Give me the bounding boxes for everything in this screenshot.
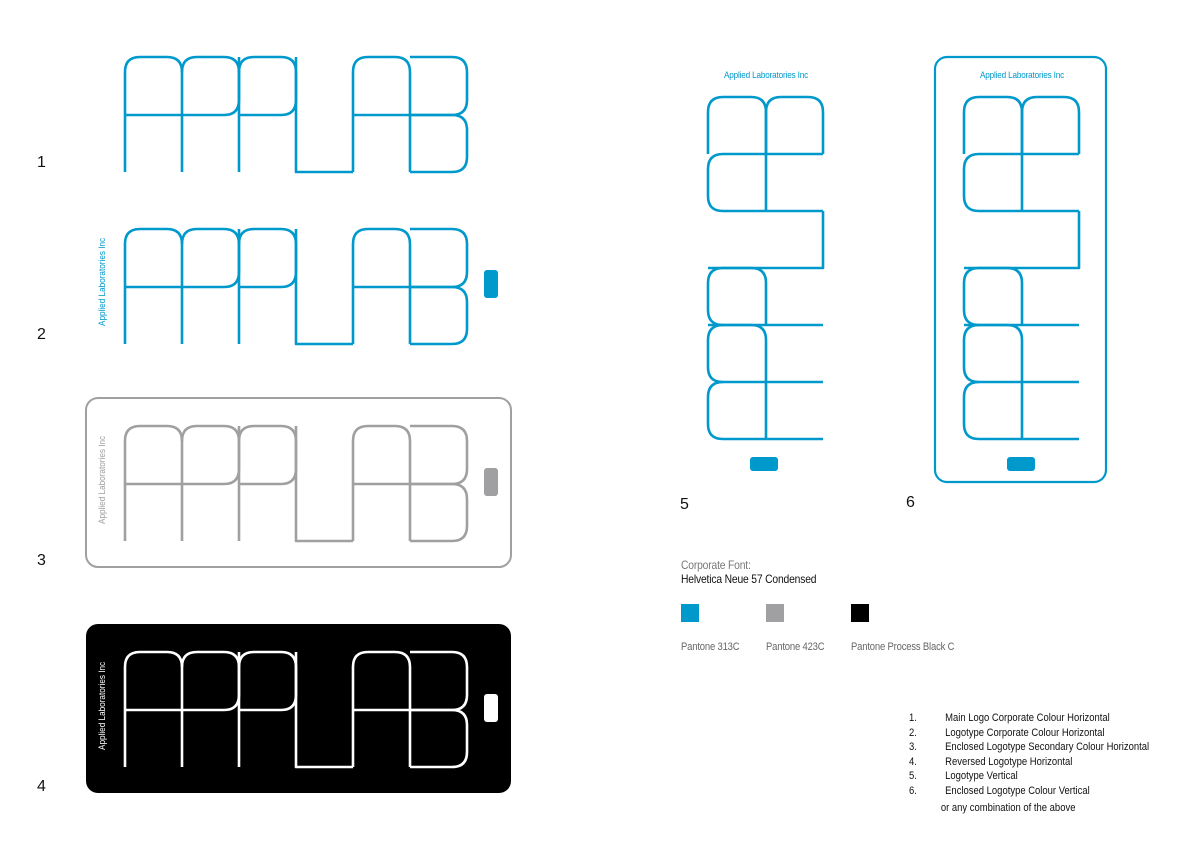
swatch-label-black: Pantone Process Black C [851,641,955,653]
corporate-font-heading: Corporate Font: [681,558,751,572]
logo-variant-4 [86,624,511,793]
variant-legend: 1.Main Logo Corporate Colour Horizontal … [909,712,1188,814]
variant-number-5: 5 [680,496,689,513]
variant-number-2: 2 [37,326,46,343]
logo-variant-3 [85,397,512,568]
legend-item: 5.Logotype Vertical [909,770,1018,782]
company-name-6: Applied Laboratories Inc [980,70,1064,81]
logo-tab-mark [1007,457,1035,471]
legend-item: 3.Enclosed Logotype Secondary Colour Hor… [909,741,1150,753]
logo-variant-2 [123,227,498,346]
variant-number-4: 4 [37,778,46,795]
logo-tab-mark [484,468,498,496]
logo-tab-mark [484,270,498,298]
enclosure-frame [933,55,1108,484]
legend-item: 6.Enclosed Logotype Colour Vertical [909,784,1090,797]
company-name-5: Applied Laboratories Inc [724,70,808,81]
logo-variant-6 [933,55,1108,484]
corporate-font-value: Helvetica Neue 57 Condensed [681,572,817,586]
company-name-vertical-4: Applied Laboratories Inc [97,661,108,750]
legend-item: 1.Main Logo Corporate Colour Horizontal [909,712,1110,724]
logo-tab-mark [484,694,498,722]
swatch-pantone-423c [766,604,784,622]
logo-tab-mark [750,457,778,471]
variant-number-6: 6 [906,494,915,511]
swatch-label-313c: Pantone 313C [681,641,740,653]
swatch-label-423c: Pantone 423C [766,641,825,653]
legend-footer: or any combination of the above [940,802,1076,814]
company-name-vertical-2: Applied Laboratories Inc [97,237,108,326]
legend-item: 2.Logotype Corporate Colour Horizontal [909,726,1105,739]
swatch-pantone-black [851,604,869,622]
logo-variant-1 [123,55,469,174]
logo-variant-5 [706,95,825,471]
reversed-background [86,624,511,793]
variant-number-1: 1 [37,154,46,171]
swatch-pantone-313c [681,604,699,622]
variant-number-3: 3 [37,552,46,569]
enclosure-frame [85,397,512,568]
legend-item: 4.Reversed Logotype Horizontal [909,755,1073,768]
company-name-vertical-3: Applied Laboratories Inc [97,435,108,524]
